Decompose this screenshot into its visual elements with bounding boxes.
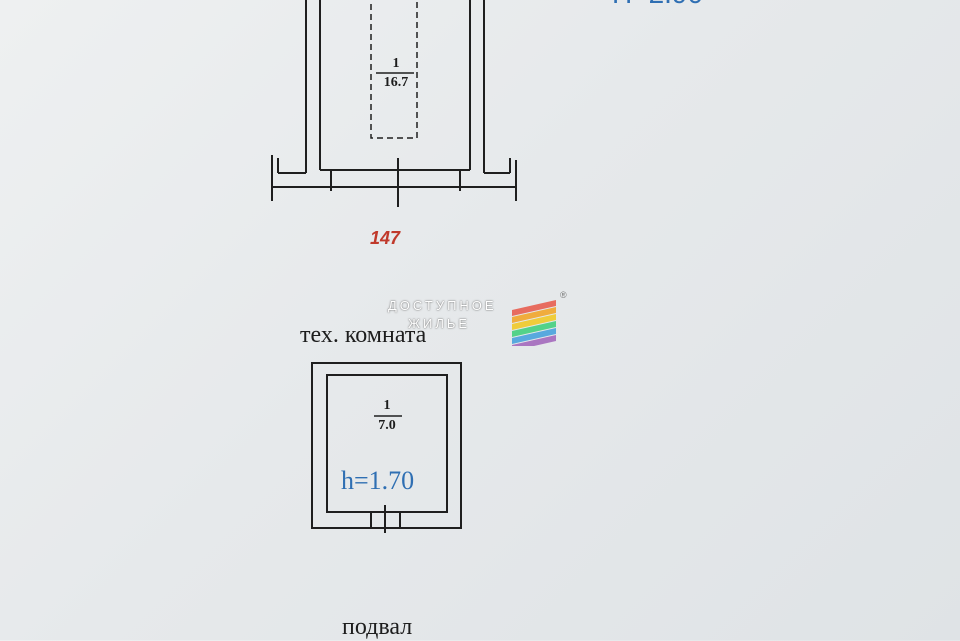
corner-height-label: H=2.90	[612, 0, 703, 10]
watermark-line1: ДОСТУПНОЕ	[388, 298, 497, 313]
watermark-logo: ДОСТУПНОЕ ЖИЛЬЕ ®	[388, 290, 578, 348]
upper-room-walls	[277, 0, 511, 174]
logo-stripe	[512, 328, 556, 344]
logo-stripe	[512, 307, 556, 323]
logo-stripe	[512, 321, 556, 337]
tech-room-title: тех. комната	[300, 322, 427, 348]
upper-room-dashed-zone	[370, 0, 418, 139]
tech-room-area: 7.0	[378, 418, 396, 433]
tech-room-number: 1	[383, 398, 391, 413]
rainbow-logo-icon	[512, 300, 556, 346]
basement-title: подвал	[342, 614, 413, 640]
watermark-line2: ЖИЛЬЕ	[408, 316, 471, 331]
tech-room-walls	[311, 362, 462, 533]
registered-mark: ®	[560, 290, 567, 300]
logo-stripe	[512, 314, 556, 330]
logo-stripe	[512, 335, 556, 346]
room1-area: 16.7	[383, 75, 409, 90]
width-dimension-label: 147	[370, 228, 401, 248]
room1-number: 1	[392, 56, 400, 71]
logo-stripe	[512, 300, 556, 316]
width-dimension-line	[271, 155, 517, 207]
tech-room-height: h=1.70	[341, 466, 415, 495]
